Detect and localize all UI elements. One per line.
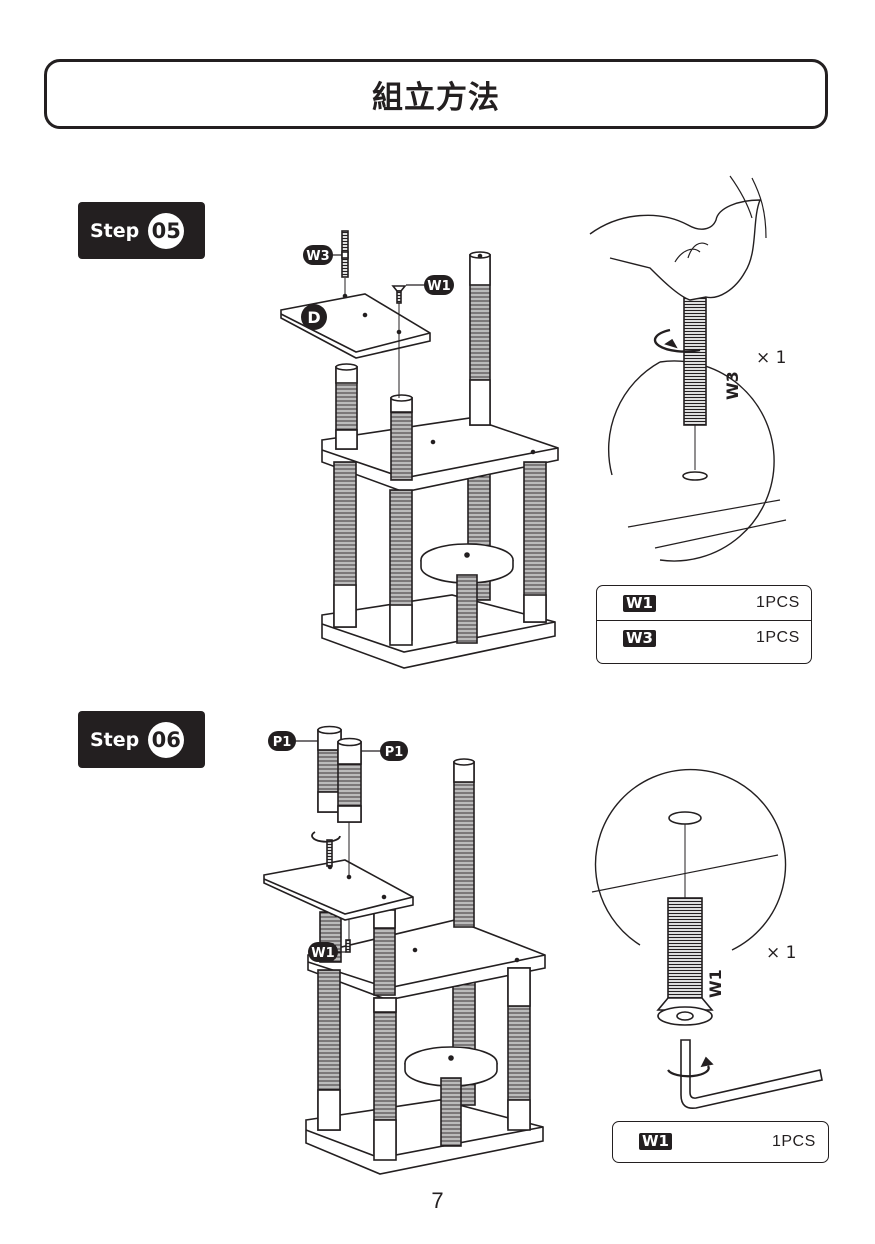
callout-w3: W3 (303, 245, 342, 265)
step5-parts-legend: W1 1PCS W3 1PCS (596, 585, 812, 664)
callout-p1-right: P1 (361, 741, 408, 761)
part-code: W1 (639, 1133, 672, 1150)
callout-p1-left: P1 (268, 731, 318, 751)
step-06-badge: Step 06 (78, 711, 205, 768)
callout-w1-step6: W1 (308, 942, 346, 962)
legend-row-w1: W1 1PCS (613, 1122, 828, 1161)
step-label: Step (90, 219, 140, 242)
step6-screw-label: W1 (706, 969, 725, 998)
step5-detail (589, 175, 787, 562)
callout-w1-label: W1 (427, 279, 450, 294)
step6-multiplier: × 1 (766, 943, 796, 963)
callout-w3-label: W3 (306, 249, 329, 264)
board-d-label: D (307, 308, 320, 327)
step6-detail (591, 768, 823, 1110)
part-code: W3 (623, 629, 656, 647)
step-label: Step (90, 728, 140, 751)
step-number: 06 (148, 721, 185, 758)
callout-board-d: D (301, 304, 327, 330)
step5-multiplier: × 1 (756, 348, 786, 368)
step6-tower (263, 725, 546, 1175)
step5-tower (280, 230, 559, 669)
legend-row-w1: W1 1PCS (597, 586, 811, 620)
step5-screw-label: W3 (723, 371, 742, 400)
part-qty: 1PCS (755, 629, 800, 646)
page-title-box: 組立方法 (44, 59, 828, 129)
part-qty: 1PCS (771, 1132, 816, 1150)
part-qty: 1PCS (755, 594, 800, 611)
part-code: W1 (623, 594, 656, 612)
callout-w1: W1 (406, 275, 454, 295)
page-title: 組立方法 (372, 79, 500, 116)
step-number: 05 (148, 212, 185, 249)
callout-w1-step6-label: W1 (311, 946, 334, 961)
callout-p1-left-label: P1 (273, 735, 292, 750)
legend-row-w3: W3 1PCS (597, 620, 811, 655)
step6-parts-legend: W1 1PCS (612, 1121, 829, 1163)
page-number: 7 (431, 1188, 444, 1213)
step-05-badge: Step 05 (78, 202, 205, 259)
callout-p1-right-label: P1 (385, 745, 404, 760)
